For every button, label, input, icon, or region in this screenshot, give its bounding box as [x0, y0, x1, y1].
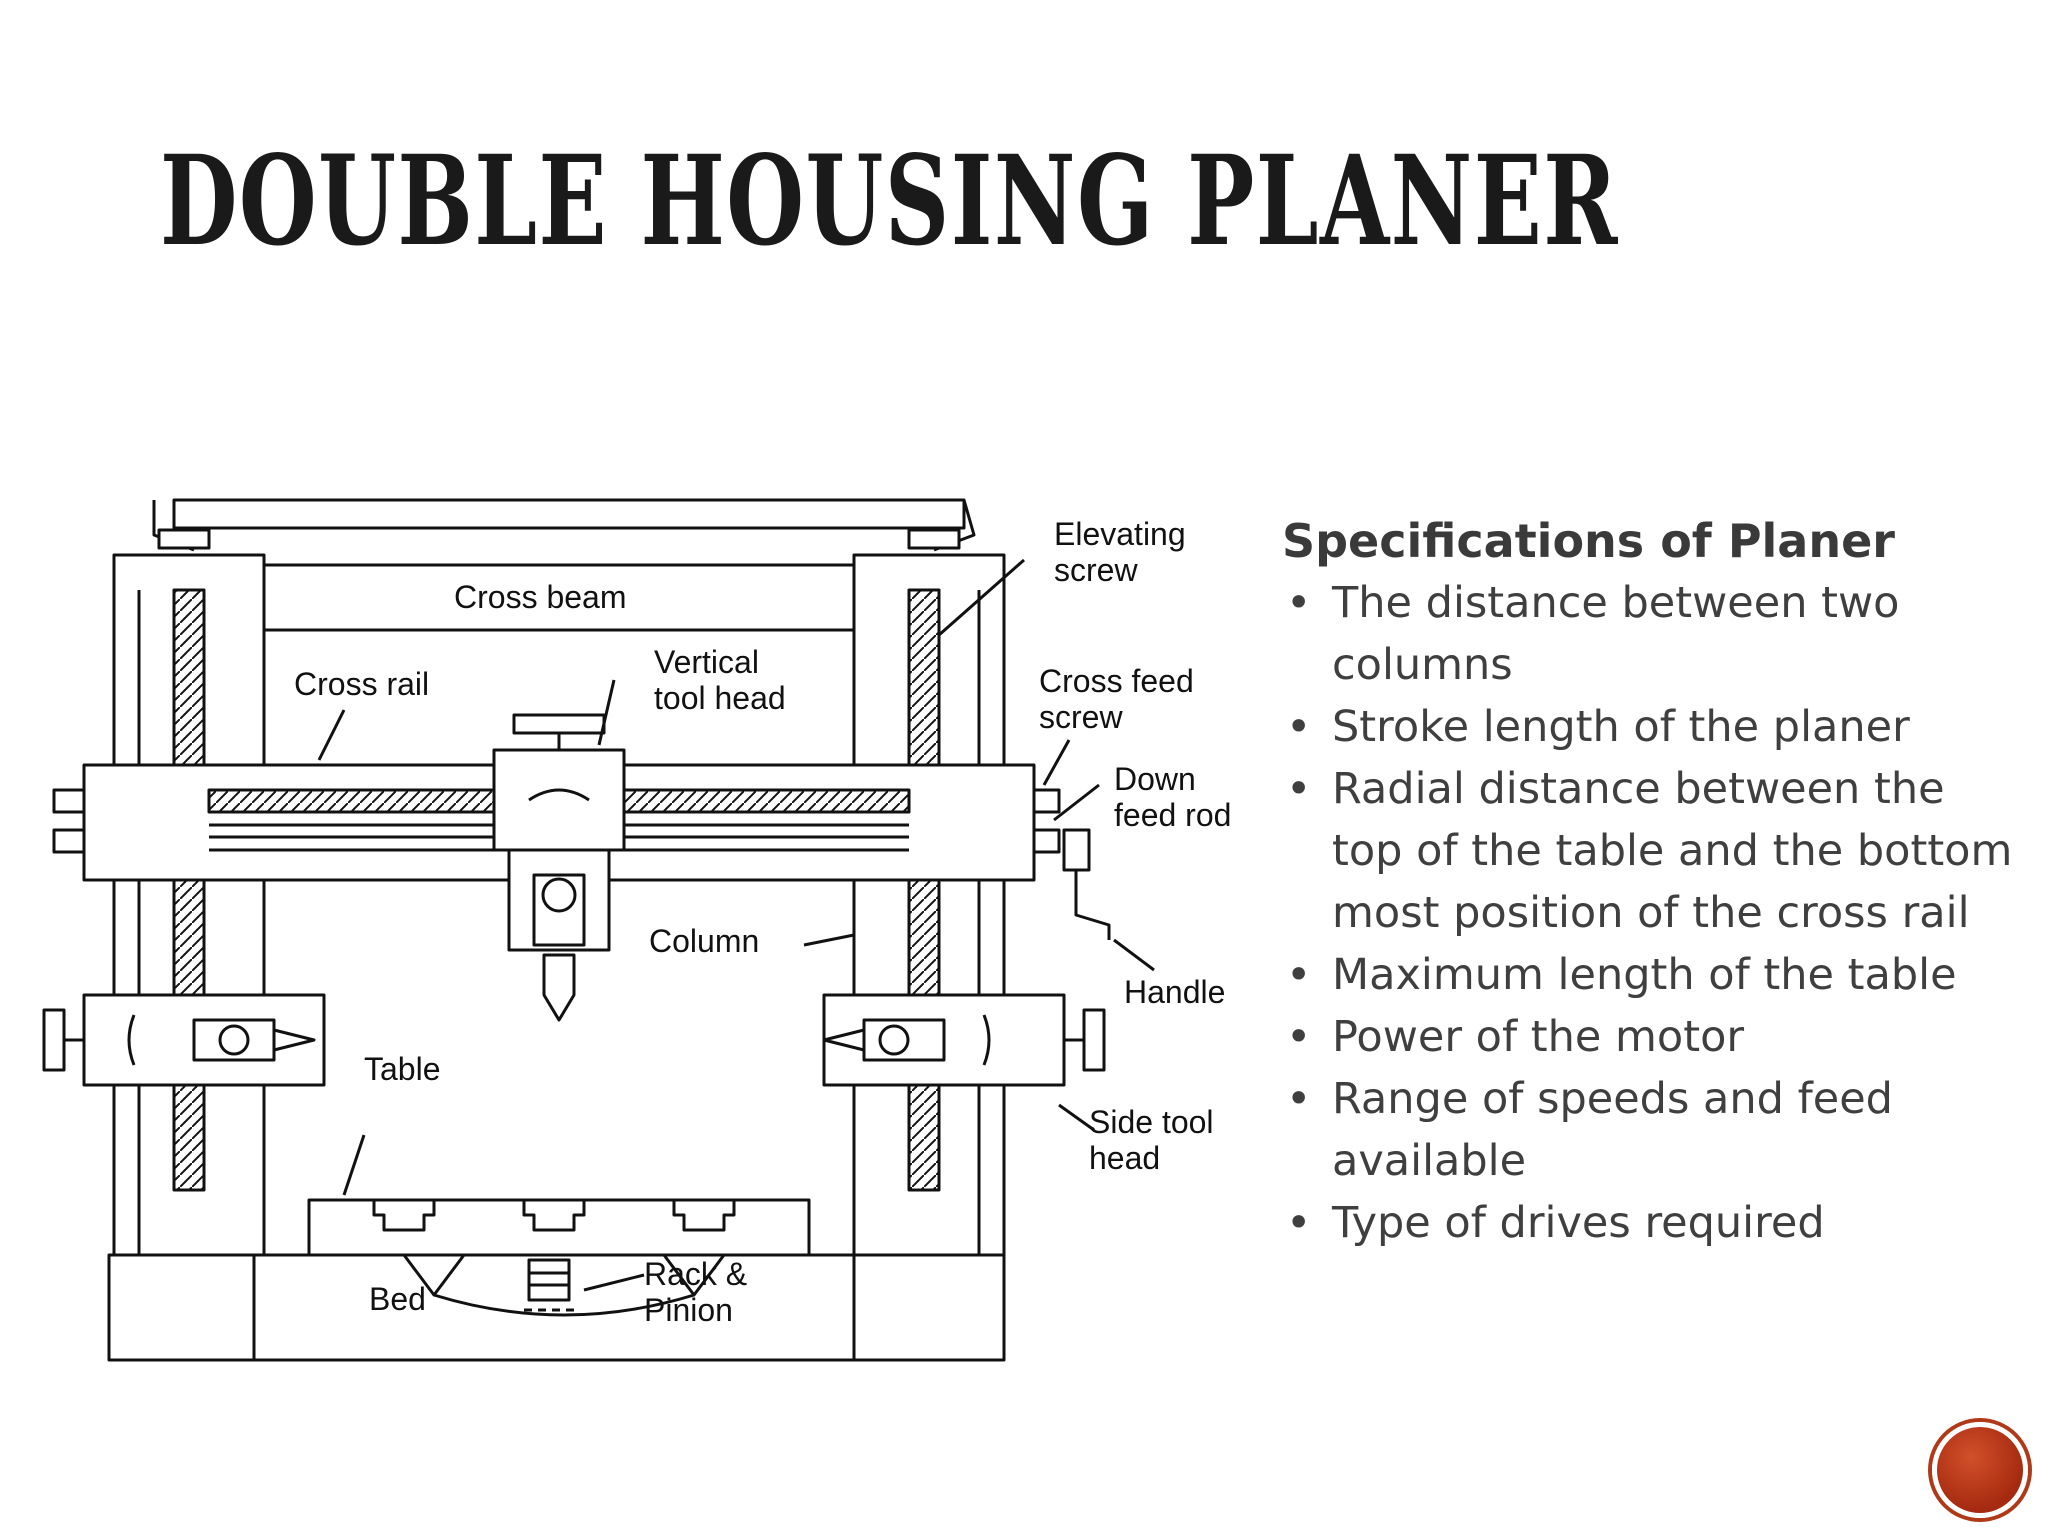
- spec-item: Power of the motor: [1282, 1006, 2022, 1068]
- label-side-tool-head-2: head: [1089, 1140, 1160, 1176]
- top-bar: [172, 498, 966, 530]
- label-vertical-tool-head-2: tool head: [654, 680, 786, 716]
- label-cross-feed-screw-1: Cross feed: [1039, 663, 1194, 699]
- label-rack-pinion-2: Pinion: [644, 1292, 733, 1328]
- label-column: Column: [649, 923, 759, 959]
- cross-beam: [262, 563, 856, 632]
- specifications-panel: Specifications of Planer The distance be…: [1282, 510, 2022, 1254]
- spec-item: Type of drives required: [1282, 1192, 2022, 1254]
- right-elevating-screw: [907, 588, 941, 1192]
- label-vertical-tool-head-1: Vertical: [654, 644, 759, 680]
- spec-item: The distance between two columns: [1282, 572, 2022, 696]
- label-table: Table: [364, 1051, 441, 1087]
- spec-item: Maximum length of the table: [1282, 944, 2022, 1006]
- spec-item: Range of speeds and feed available: [1282, 1068, 2022, 1192]
- vertical-tool-head: [492, 748, 626, 852]
- label-bed: Bed: [369, 1281, 426, 1317]
- spec-list: The distance between two columns Stroke …: [1282, 572, 2022, 1254]
- left-elevating-screw: [172, 588, 206, 1192]
- label-down-feed-rod-1: Down: [1114, 761, 1196, 797]
- slide-title: DOUBLE HOUSING PLANER: [160, 129, 1619, 274]
- label-cross-rail: Cross rail: [294, 666, 429, 702]
- spec-item: Radial distance between the top of the t…: [1282, 758, 2022, 944]
- label-handle: Handle: [1124, 974, 1225, 1010]
- label-cross-beam: Cross beam: [454, 579, 627, 615]
- label-elevating-screw-1: Elevating: [1054, 516, 1186, 552]
- planer-diagram: Elevating screw Cross beam Cross rail Ve…: [42, 498, 1231, 1362]
- rack-pinion: [527, 1258, 571, 1302]
- label-side-tool-head-1: Side tool: [1089, 1104, 1214, 1140]
- spec-item: Stroke length of the planer: [1282, 696, 2022, 758]
- label-elevating-screw-2: screw: [1054, 552, 1138, 588]
- label-cross-feed-screw-2: screw: [1039, 699, 1123, 735]
- circle-button-icon[interactable]: [1932, 1422, 2028, 1518]
- specs-heading: Specifications of Planer: [1282, 514, 1895, 568]
- label-down-feed-rod-2: feed rod: [1114, 797, 1231, 833]
- label-rack-pinion-1: Rack &: [644, 1256, 747, 1292]
